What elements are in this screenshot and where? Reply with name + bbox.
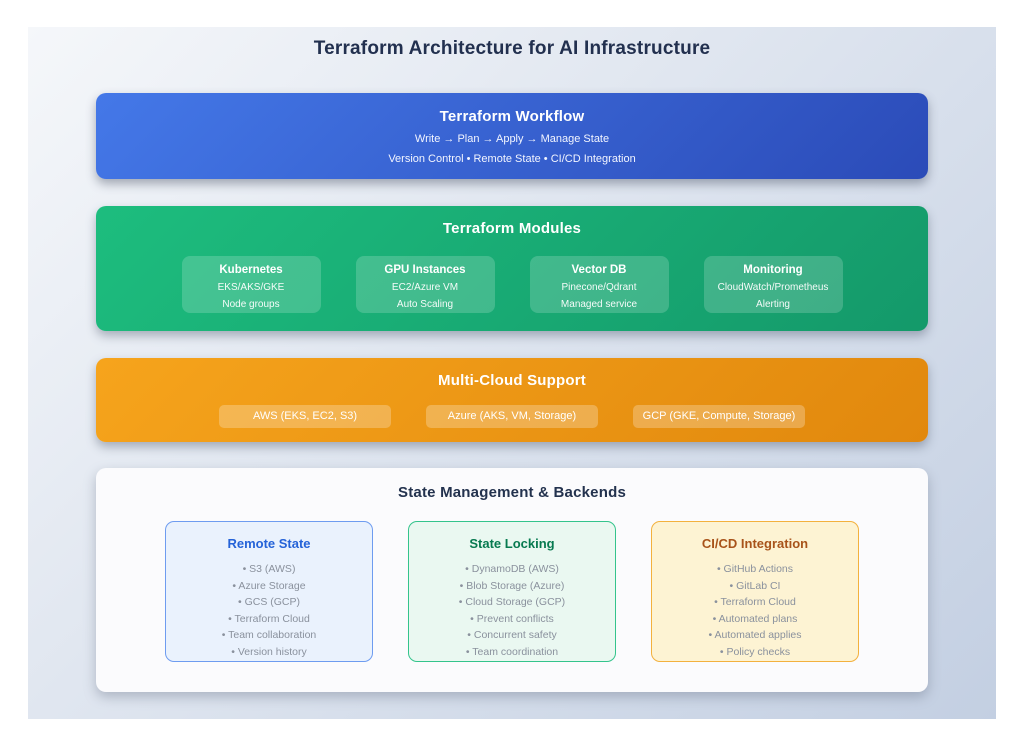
cloud-pill-azure: Azure (AKS, VM, Storage): [426, 405, 598, 428]
list-item: • GitHub Actions: [716, 563, 794, 575]
module-card-line: Pinecone/Qdrant: [561, 282, 637, 293]
module-card-title: Monitoring: [743, 264, 803, 276]
list-item: • Concurrent safety: [467, 629, 557, 641]
diagram-canvas: Terraform Architecture for AI Infrastruc…: [28, 27, 996, 719]
module-card-title: GPU Instances: [384, 264, 466, 276]
list-item: • Team coordination: [465, 645, 559, 658]
list-item: • Prevent conflicts: [470, 612, 554, 625]
list-item: • GCS (GCP): [237, 596, 300, 608]
state-card-state-locking: State Locking • DynamoDB (AWS) • Blob St…: [408, 521, 616, 662]
modules-cards-row: Kubernetes EKS/AKS/GKE Node groups GPU I…: [96, 256, 928, 313]
list-item: • GitLab CI: [729, 579, 781, 592]
list-item: • Blob Storage (Azure): [459, 579, 565, 592]
list-item: • Terraform Cloud: [714, 596, 796, 608]
module-card-line: EKS/AKS/GKE: [217, 282, 285, 293]
workflow-features: Version Control • Remote State • CI/CD I…: [388, 153, 636, 165]
list-item: • Terraform Cloud: [228, 612, 310, 625]
workflow-section: Terraform Workflow Write → Plan → Apply …: [96, 93, 928, 179]
list-item: • Automated applies: [708, 629, 802, 641]
list-item: • Team collaboration: [221, 629, 317, 641]
list-item: • Version history: [231, 645, 307, 658]
list-item: • S3 (AWS): [242, 563, 296, 575]
module-card-title: Kubernetes: [219, 264, 283, 276]
state-management-title: State Management & Backends: [398, 484, 626, 501]
module-card-vector-db: Vector DB Pinecone/Qdrant Managed servic…: [529, 256, 669, 313]
module-card-line: Auto Scaling: [396, 299, 454, 310]
cloud-pill-gcp: GCP (GKE, Compute, Storage): [633, 405, 805, 428]
diagram-content: Terraform Workflow Write → Plan → Apply …: [96, 93, 928, 692]
state-cards-row: Remote State • S3 (AWS) • Azure Storage …: [96, 521, 928, 662]
state-management-section: State Management & Backends Remote State…: [96, 468, 928, 692]
cloud-pill-aws: AWS (EKS, EC2, S3): [219, 405, 391, 428]
module-card-monitoring: Monitoring CloudWatch/Prometheus Alertin…: [703, 256, 843, 313]
state-card-title: State Locking: [469, 536, 555, 551]
state-card-title: Remote State: [227, 536, 311, 551]
list-item: • Policy checks: [719, 645, 791, 658]
module-card-title: Vector DB: [571, 264, 627, 276]
modules-section: Terraform Modules Kubernetes EKS/AKS/GKE…: [96, 206, 928, 331]
module-card-line: Managed service: [560, 299, 638, 310]
module-card-line: EC2/Azure VM: [391, 282, 459, 293]
workflow-steps: Write → Plan → Apply → Manage State: [414, 133, 610, 145]
list-item: • DynamoDB (AWS): [465, 563, 559, 575]
multicloud-title: Multi-Cloud Support: [438, 372, 586, 389]
state-card-remote-state: Remote State • S3 (AWS) • Azure Storage …: [165, 521, 373, 662]
list-item: • Automated plans: [712, 612, 798, 625]
workflow-title: Terraform Workflow: [439, 108, 585, 125]
module-card-kubernetes: Kubernetes EKS/AKS/GKE Node groups: [181, 256, 321, 313]
module-card-line: Alerting: [756, 299, 790, 310]
module-card-gpu-instances: GPU Instances EC2/Azure VM Auto Scaling: [355, 256, 495, 313]
page-title: Terraform Architecture for AI Infrastruc…: [313, 38, 711, 59]
list-item: • Cloud Storage (GCP): [458, 596, 566, 608]
modules-title: Terraform Modules: [442, 220, 582, 237]
state-card-cicd-integration: CI/CD Integration • GitHub Actions • Git…: [651, 521, 859, 662]
list-item: • Azure Storage: [232, 579, 306, 592]
multicloud-section: Multi-Cloud Support AWS (EKS, EC2, S3) A…: [96, 358, 928, 442]
module-card-line: CloudWatch/Prometheus: [717, 282, 829, 293]
module-card-line: Node groups: [222, 299, 280, 310]
state-card-title: CI/CD Integration: [701, 536, 809, 551]
multicloud-pills-row: AWS (EKS, EC2, S3) Azure (AKS, VM, Stora…: [96, 405, 928, 428]
